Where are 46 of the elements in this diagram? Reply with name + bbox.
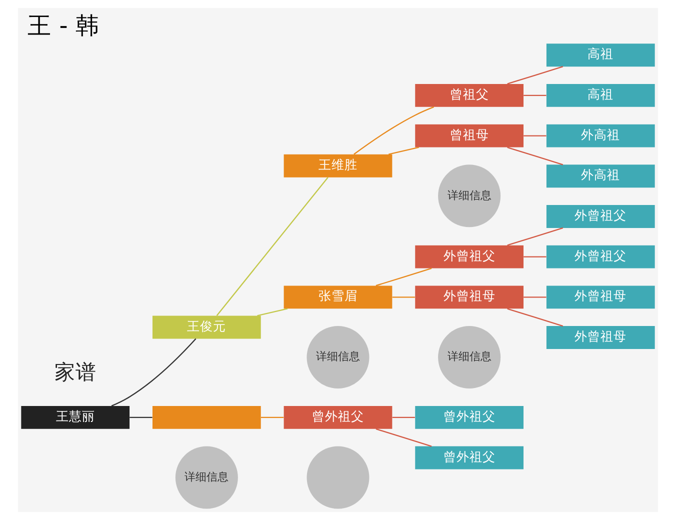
node-box: 曾外祖父	[414, 446, 524, 470]
node-box: 曾祖母	[414, 124, 524, 148]
node-box	[152, 406, 260, 429]
connector	[375, 268, 432, 286]
connector	[216, 176, 328, 316]
node-box: 外高祖	[546, 124, 654, 148]
connector	[353, 106, 434, 155]
node-circle: 详细信息	[174, 446, 238, 509]
node-circle	[306, 446, 369, 509]
node-box: 王慧丽	[20, 406, 130, 429]
node-box: 外曾祖父	[546, 205, 654, 228]
node-box: 高祖	[546, 44, 654, 67]
connector	[260, 416, 284, 418]
connector	[375, 428, 432, 447]
node-circle: 详细信息	[438, 326, 500, 389]
connector	[506, 308, 563, 327]
connector	[506, 66, 563, 84]
connector	[523, 135, 546, 136]
node-circle: 详细信息	[438, 164, 500, 228]
connector	[392, 296, 414, 298]
node-box: 外高祖	[546, 164, 654, 188]
connector	[110, 338, 196, 406]
node-box: 王俊元	[152, 316, 260, 339]
node-box: 曾外祖父	[283, 406, 392, 429]
node-box: 外曾祖父	[414, 245, 524, 268]
connector	[392, 416, 414, 418]
connector	[506, 227, 563, 246]
connector	[523, 296, 546, 298]
node-box: 外曾祖母	[546, 326, 654, 349]
node-box: 曾外祖父	[414, 406, 524, 429]
node-box: 张雪眉	[283, 286, 392, 309]
connector	[256, 308, 288, 316]
connector	[506, 146, 563, 166]
connector	[388, 146, 418, 155]
label: 家谱	[54, 360, 96, 384]
node-box: 王维胜	[283, 154, 392, 178]
node-circle: 详细信息	[306, 326, 369, 389]
node-box: 外曾祖父	[546, 245, 654, 268]
node-box: 曾祖父	[414, 84, 524, 107]
connector	[129, 416, 152, 418]
node-box: 外曾祖母	[414, 286, 524, 309]
node-box: 高祖	[546, 84, 654, 107]
connector	[523, 256, 546, 258]
node-box: 外曾祖母	[546, 286, 654, 309]
diagram-title: 王 - 韩	[27, 11, 99, 40]
connector	[523, 94, 546, 96]
